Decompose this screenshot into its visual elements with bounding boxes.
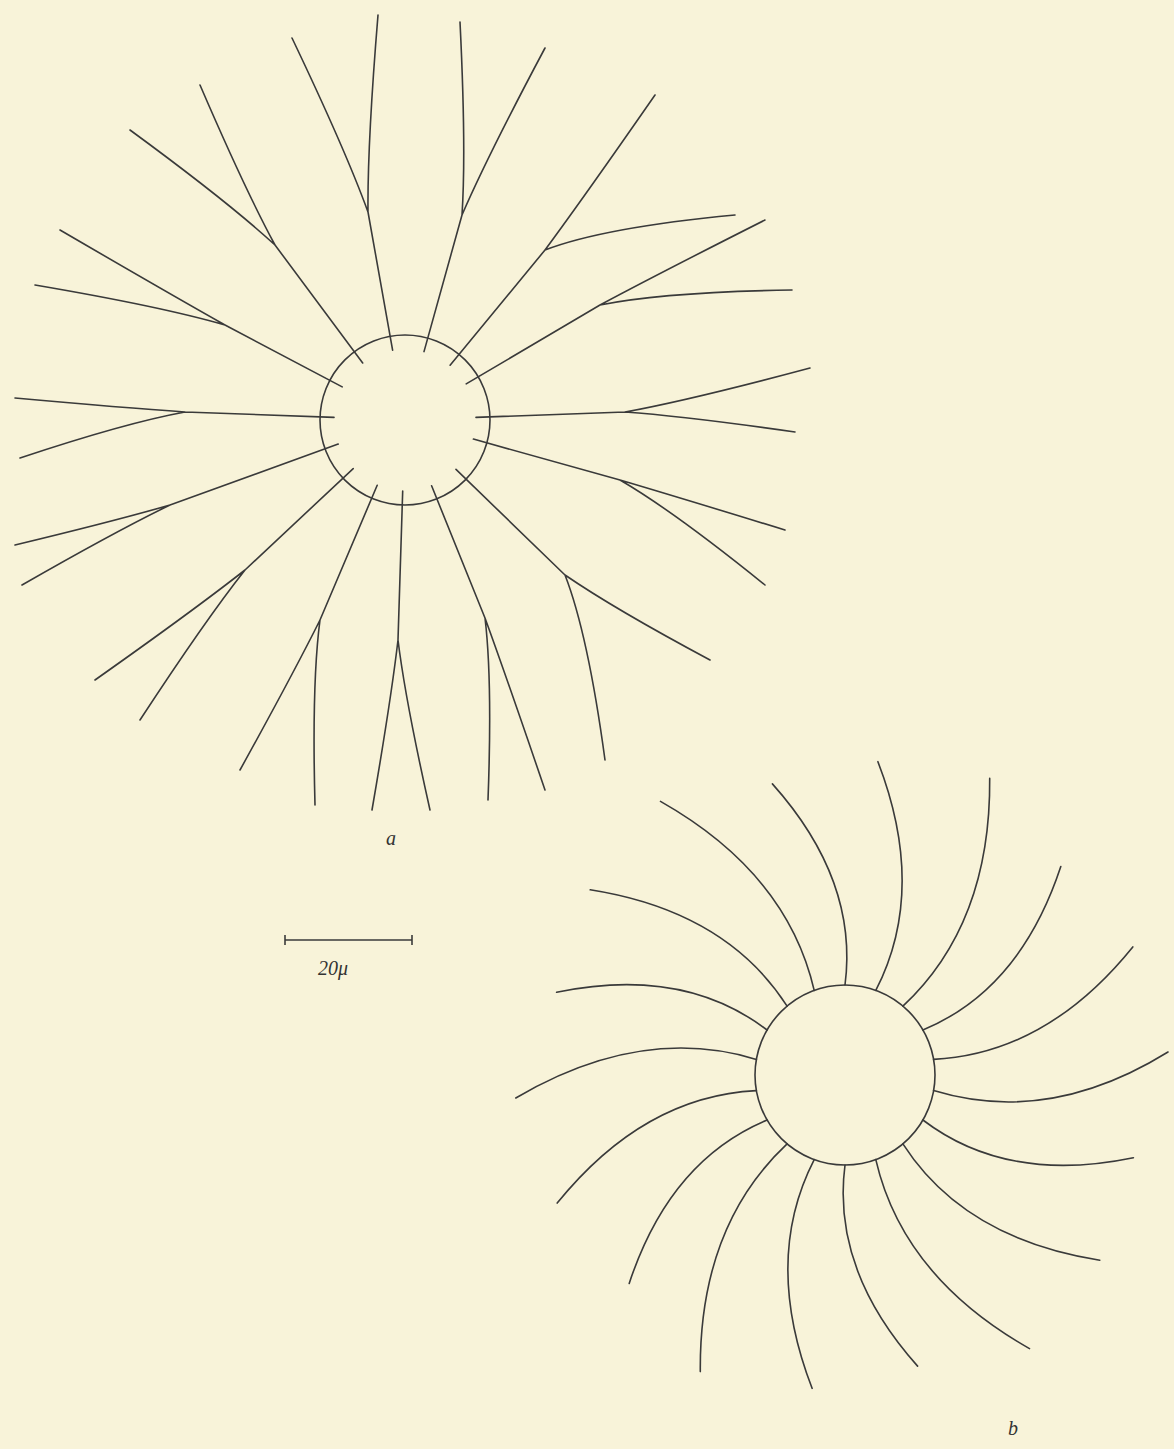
curved-spine <box>843 1165 917 1366</box>
curved-spine <box>923 867 1061 1030</box>
curved-spine <box>876 762 902 991</box>
branched-process <box>15 444 338 585</box>
curved-spine <box>788 1160 814 1389</box>
curved-spine <box>903 778 990 1006</box>
curved-spine <box>557 1091 756 1204</box>
scale-label: 20μ <box>318 958 348 978</box>
curved-spine <box>700 1144 787 1372</box>
branched-process <box>466 220 792 384</box>
figure-letter: b <box>1008 1418 1018 1438</box>
branched-spore <box>15 15 810 810</box>
curved-spine <box>590 890 787 1006</box>
branched-process <box>372 491 430 810</box>
branched-process <box>292 15 393 350</box>
curved-spine <box>629 1120 767 1283</box>
branched-process <box>130 85 363 363</box>
curved-spine <box>661 801 815 990</box>
curved-spine <box>516 1048 757 1098</box>
branched-process <box>432 486 545 800</box>
branched-process <box>476 368 810 432</box>
branched-process <box>424 22 545 352</box>
curved-spine <box>923 1120 1134 1165</box>
scale-bar <box>285 935 412 945</box>
curved-spine <box>876 1160 1030 1349</box>
branched-process <box>15 398 334 458</box>
figure-letter: a <box>386 828 396 848</box>
curved-spine <box>934 1052 1168 1102</box>
curved-spine <box>934 947 1133 1060</box>
branched-process <box>450 95 735 365</box>
curved-spine <box>557 985 768 1030</box>
branched-process <box>35 230 342 387</box>
curved-spine <box>903 1144 1100 1260</box>
curved-spine <box>772 784 846 985</box>
branched-process <box>473 439 785 585</box>
branched-process <box>240 485 377 805</box>
curved-spine-spore <box>516 762 1168 1389</box>
